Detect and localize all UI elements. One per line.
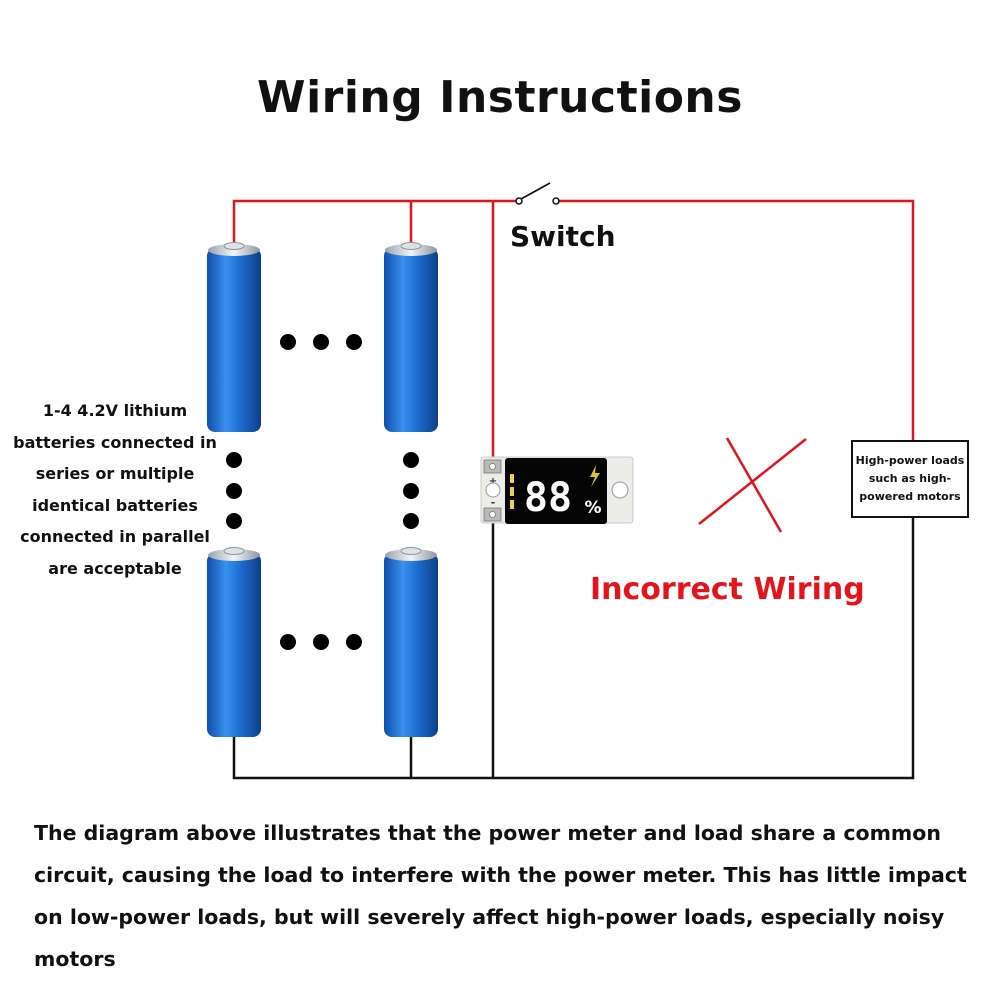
load-label: High-power loads such as high-powered mo…: [855, 454, 965, 503]
meter-mount-hole-left: [485, 482, 501, 498]
power-meter: + - 88 %: [480, 456, 634, 524]
incorrect-cross-icon: [698, 437, 807, 533]
meter-side-bar-3: [510, 500, 514, 509]
switch-lever: [520, 182, 551, 200]
battery-note: 1-4 4.2V lithium batteries connected in …: [13, 401, 217, 578]
page-title: Wiring Instructions: [257, 72, 743, 123]
meter-percent: %: [584, 498, 601, 518]
switch-contact-right: [552, 197, 560, 205]
dots-horizontal-bottom: [280, 634, 362, 650]
meter-digits: 88: [524, 475, 572, 521]
dots-horizontal-top: [280, 334, 362, 350]
battery-top-right: [384, 242, 438, 432]
switch-symbol: [515, 182, 560, 205]
caption-text: The diagram above illustrates that the p…: [34, 821, 967, 971]
meter-side-bar-2: [510, 487, 514, 496]
lightning-icon: [590, 465, 600, 487]
switch-contact-left: [515, 197, 523, 205]
battery-bottom-right: [384, 547, 438, 737]
meter-minus-sign: -: [491, 496, 496, 509]
positive-wires: [232, 199, 915, 462]
negative-wires: [232, 515, 915, 780]
wire-battery-bottom: [232, 518, 915, 780]
meter-mount-hole-right: [611, 481, 629, 499]
battery-bottom-left: [207, 547, 261, 737]
wire-switch-to-load: [556, 199, 915, 440]
dots-vertical-left: [226, 452, 242, 529]
switch-label: Switch: [510, 220, 616, 253]
meter-side-bar-1: [510, 474, 514, 483]
meter-plus-sign: +: [489, 476, 497, 487]
incorrect-wiring-label: Incorrect Wiring: [590, 572, 865, 607]
high-power-load-box: High-power loads such as high-powered mo…: [851, 440, 969, 518]
battery-top-left: [207, 242, 261, 432]
meter-screen: [505, 458, 607, 524]
wire-battery-1-top: [232, 199, 517, 246]
dots-vertical-right: [403, 452, 419, 529]
